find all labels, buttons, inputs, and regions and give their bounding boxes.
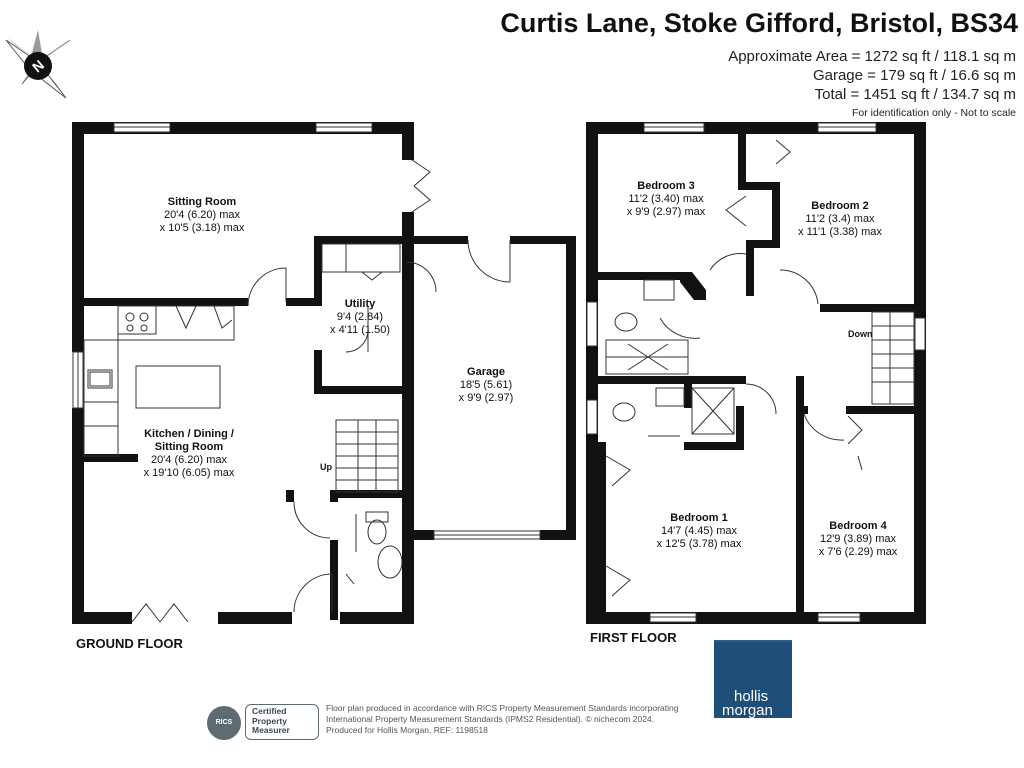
room-name: Bedroom 3 <box>637 180 695 192</box>
disclaimer-line: Produced for Hollis Morgan. REF: 1198518 <box>326 725 488 735</box>
ground-floor-details <box>72 122 541 623</box>
logo-stripes-icon <box>714 640 792 692</box>
room-dimension: x 19'10 (6.05) max <box>143 467 235 479</box>
room-dimension: x 7'6 (2.29) max <box>818 546 898 558</box>
rics-certified-badge: RICS Certified Property Measurer <box>207 702 319 742</box>
room-name: Sitting Room <box>154 441 224 453</box>
room-dimension: x 10'5 (3.18) max <box>159 222 245 234</box>
room-bedroom-1: Bedroom 1 14'7 (4.45) max x 12'5 (3.78) … <box>657 512 742 551</box>
room-dimension: x 11'1 (3.38) max <box>798 226 882 238</box>
room-sitting-room: Sitting Room 20'4 (6.20) max x 10'5 (3.1… <box>160 196 245 235</box>
room-utility: Utility 9'4 (2.84) x 4'11 (1.50) <box>330 298 390 337</box>
room-dimension: 14'7 (4.45) max <box>660 525 738 537</box>
rics-text-box: Certified Property Measurer <box>245 704 319 740</box>
brand-word-hollis: hollis <box>734 688 769 705</box>
room-dimension: 9'4 (2.84) <box>336 311 384 323</box>
scale-note: For identification only - Not to scale <box>852 107 1016 119</box>
stairs-down-label: Down <box>848 329 873 339</box>
approximate-area: Approximate Area = 1272 sq ft / 118.1 sq… <box>728 48 1016 65</box>
room-dimension: x 4'11 (1.50) <box>330 324 390 336</box>
ground-floor-label: GROUND FLOOR <box>76 636 183 651</box>
disclaimer-line: International Property Measurement Stand… <box>326 714 655 724</box>
hollis-morgan-logo: hollis morgan <box>714 640 792 718</box>
rics-line: Certified <box>252 706 287 716</box>
property-title: Curtis Lane, Stoke Gifford, Bristol, BS3… <box>500 8 1018 38</box>
room-dimension: x 9'9 (2.97) max <box>626 206 706 218</box>
rics-line: Measurer <box>252 725 290 735</box>
rics-logo-icon: RICS <box>207 706 241 740</box>
disclaimer-text: Floor plan produced in accordance with R… <box>326 703 721 736</box>
room-dimension: 11'2 (3.4) max <box>805 213 875 225</box>
room-dimension: 18'5 (5.61) <box>459 379 513 391</box>
room-dimension: x 9'9 (2.97) <box>458 392 514 404</box>
room-name: Kitchen / Dining / <box>144 428 234 440</box>
stairs-up-label: Up <box>320 462 332 472</box>
room-dimension: 20'4 (6.20) max <box>150 454 228 466</box>
room-dimension: 12'9 (3.89) max <box>819 533 897 545</box>
brand-word-morgan: morgan <box>722 702 773 718</box>
room-name: Garage <box>467 366 505 378</box>
room-name: Utility <box>344 298 376 310</box>
room-bedroom-2: Bedroom 2 11'2 (3.4) max x 11'1 (3.38) m… <box>798 200 882 239</box>
compass-icon: N <box>5 30 71 99</box>
room-dimension: 11'2 (3.40) max <box>628 193 704 205</box>
room-dimension: 20'4 (6.20) max <box>163 209 241 221</box>
garage-area: Garage = 179 sq ft / 16.6 sq m <box>812 67 1016 84</box>
room-dimension: x 12'5 (3.78) max <box>656 538 742 550</box>
room-name: Sitting Room <box>167 196 237 208</box>
room-name: Bedroom 4 <box>829 520 887 532</box>
total-area: Total = 1451 sq ft / 134.7 sq m <box>814 86 1016 103</box>
room-bedroom-3: Bedroom 3 11'2 (3.40) max x 9'9 (2.97) m… <box>627 180 706 219</box>
room-kitchen-dining: Kitchen / Dining / Sitting Room 20'4 (6.… <box>144 428 235 480</box>
first-floor-details <box>586 122 926 623</box>
room-garage: Garage 18'5 (5.61) x 9'9 (2.97) <box>459 366 514 405</box>
room-name: Bedroom 2 <box>811 200 869 212</box>
rics-line: Property <box>252 715 287 726</box>
room-name: Bedroom 1 <box>670 512 728 524</box>
room-bedroom-4: Bedroom 4 12'9 (3.89) max x 7'6 (2.29) m… <box>819 520 898 559</box>
disclaimer-line: Floor plan produced in accordance with R… <box>326 703 679 713</box>
first-floor-label: FIRST FLOOR <box>590 630 677 645</box>
